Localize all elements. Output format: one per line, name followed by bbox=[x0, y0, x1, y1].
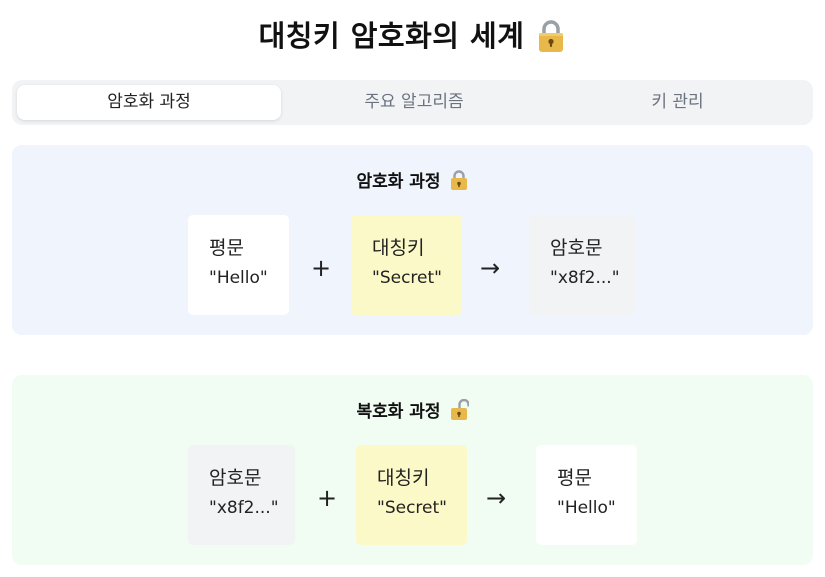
plaintext-box: 평문 "Hello" bbox=[536, 445, 637, 545]
plaintext-label: 평문 bbox=[557, 467, 592, 489]
ciphertext-value: "x8f2..." bbox=[209, 498, 279, 518]
encryption-title-text: 암호화 과정 bbox=[356, 172, 441, 192]
plaintext-value: "Hello" bbox=[209, 268, 268, 288]
encryption-panel-title: 암호화 과정 bbox=[12, 167, 813, 192]
plus-sign: + bbox=[317, 484, 338, 512]
tab-bar: 암호화 과정 주요 알고리즘 키 관리 bbox=[12, 80, 813, 125]
symmetric-key-box: 대칭키 "Secret" bbox=[351, 215, 462, 315]
tab-main-algorithms[interactable]: 주요 알고리즘 bbox=[364, 92, 464, 112]
locked-lock-icon bbox=[539, 20, 564, 52]
plaintext-label: 평문 bbox=[209, 237, 244, 259]
plus-sign: + bbox=[311, 254, 332, 282]
tab-encryption-process[interactable]: 암호화 과정 bbox=[17, 85, 281, 120]
ciphertext-label: 암호문 bbox=[209, 467, 262, 489]
decryption-title-text: 복호화 과정 bbox=[356, 402, 441, 422]
locked-lock-icon bbox=[450, 169, 467, 190]
symmetric-key-value: "Secret" bbox=[377, 498, 447, 518]
ciphertext-box: 암호문 "x8f2..." bbox=[188, 445, 295, 545]
tab-key-management[interactable]: 키 관리 bbox=[651, 92, 704, 112]
encryption-panel: 암호화 과정 평문 "Hello" + 대칭키 "Secret" → 암호문 "… bbox=[12, 145, 813, 335]
page-title-text: 대칭키 암호화의 세계 bbox=[258, 19, 525, 53]
symmetric-key-label: 대칭키 bbox=[372, 237, 425, 259]
decryption-panel: 복호화 과정 암호문 "x8f2..." + 대칭키 "Secret" → 평문… bbox=[12, 375, 813, 565]
ciphertext-box: 암호문 "x8f2..." bbox=[529, 215, 636, 315]
symmetric-key-value: "Secret" bbox=[372, 268, 442, 288]
unlocked-lock-icon bbox=[450, 398, 469, 420]
arrow-right: → bbox=[486, 484, 507, 512]
decryption-panel-title: 복호화 과정 bbox=[12, 397, 813, 422]
page-title: 대칭키 암호화의 세계 bbox=[0, 14, 825, 58]
plaintext-value: "Hello" bbox=[557, 498, 616, 518]
symmetric-key-box: 대칭키 "Secret" bbox=[356, 445, 467, 545]
ciphertext-value: "x8f2..." bbox=[550, 268, 620, 288]
symmetric-key-label: 대칭키 bbox=[377, 467, 430, 489]
arrow-right: → bbox=[480, 254, 501, 282]
plaintext-box: 평문 "Hello" bbox=[188, 215, 289, 315]
ciphertext-label: 암호문 bbox=[550, 237, 603, 259]
